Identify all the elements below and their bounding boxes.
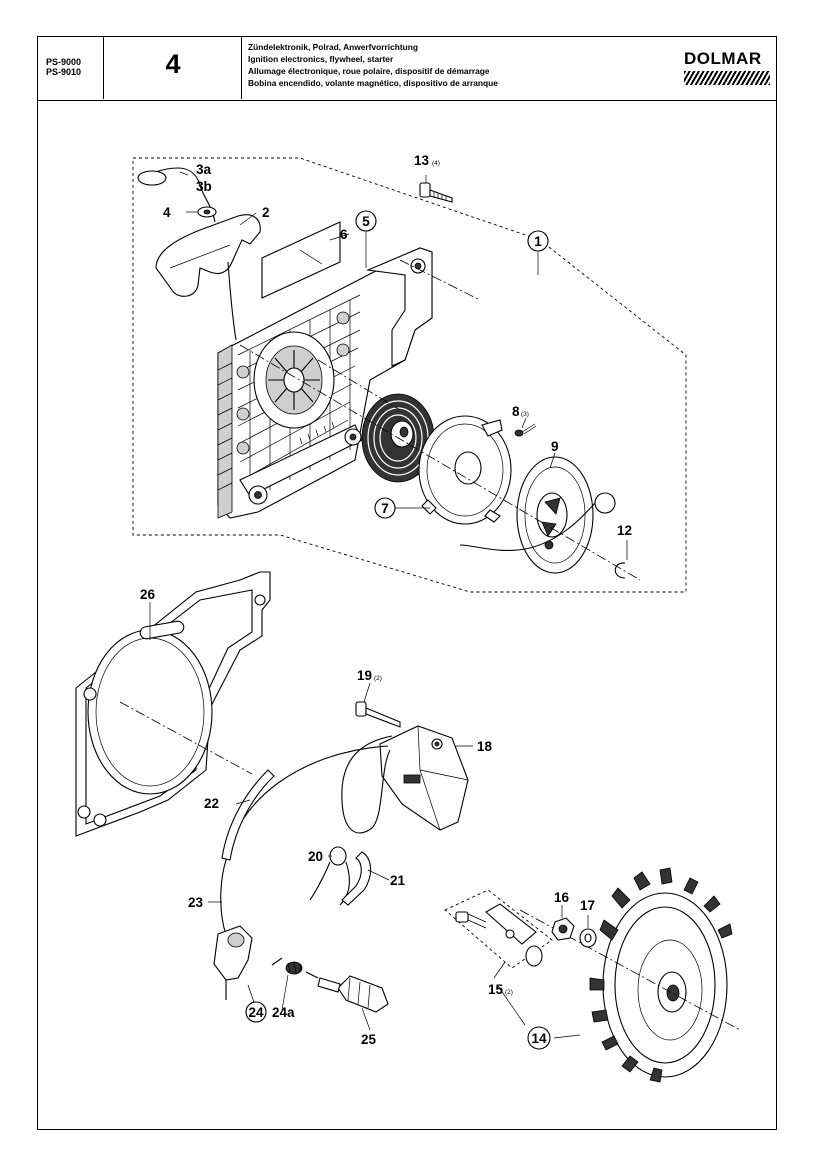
callout-labels: 3a 3b 4 2 6 5 13 (4) 1 8 (3) 9 7 12 26 1…	[140, 153, 632, 1050]
callout-3b: 3b	[196, 179, 212, 194]
coil-screw	[355, 701, 401, 728]
callout-12: 12	[617, 523, 632, 538]
label-plate	[261, 221, 341, 299]
spark-plug	[305, 971, 389, 1013]
logo-cell: DOLMAR	[676, 37, 776, 99]
title-german: Zündelektronik, Polrad, Anwerfvorrichtun…	[248, 42, 418, 52]
callout-9: 9	[551, 439, 559, 454]
flywheel	[519, 867, 741, 1083]
cap-spring	[271, 957, 303, 975]
callout-20: 20	[308, 849, 323, 864]
page-frame: PS-9000 PS-9010 4 Zündelektronik, Polrad…	[37, 36, 777, 1130]
callout-23: 23	[188, 895, 204, 910]
callout-24: 24	[248, 1005, 264, 1020]
callout-15-qty: (2)	[505, 989, 513, 996]
callout-19-qty: (2)	[374, 675, 382, 682]
spark-plug-cap	[213, 925, 253, 1000]
callout-22: 22	[204, 796, 219, 811]
brand-logo: DOLMAR	[684, 49, 762, 68]
header-bar: PS-9000 PS-9010 4 Zündelektronik, Polrad…	[38, 37, 776, 101]
short-circuit-plug	[329, 846, 347, 866]
rope-pulley	[459, 456, 616, 574]
flywheel-nut	[551, 917, 575, 941]
callout-2: 2	[262, 205, 270, 220]
spring-cover	[418, 415, 512, 525]
ignition-lead	[220, 859, 227, 936]
callout-16: 16	[554, 890, 570, 905]
callout-15: 15	[488, 982, 504, 997]
page-number-cell: 4	[104, 37, 242, 99]
callout-21: 21	[390, 873, 406, 888]
callout-6: 6	[340, 227, 348, 242]
title-spanish: Bobina encendido, volante magnético, dis…	[248, 78, 498, 88]
circlip	[614, 562, 626, 579]
wire-hose	[341, 851, 372, 906]
title-english: Ignition electronics, flywheel, starter	[248, 54, 394, 64]
callout-25: 25	[361, 1032, 377, 1047]
title-cell: Zündelektronik, Polrad, Anwerfvorrichtun…	[242, 37, 676, 99]
callout-13-qty: (4)	[432, 160, 440, 167]
callout-1: 1	[534, 234, 542, 249]
callout-3a: 3a	[196, 162, 212, 177]
callout-18: 18	[477, 739, 493, 754]
model-label: PS-9010	[46, 67, 82, 77]
assembly-boundary	[132, 157, 687, 593]
flywheel-washer	[579, 928, 597, 948]
model-label: PS-9000	[46, 57, 82, 67]
title-french: Allumage électronique, roue polaire, dis…	[248, 66, 490, 76]
callout-8-qty: (3)	[521, 411, 529, 418]
callout-17: 17	[580, 898, 595, 913]
callout-13: 13	[414, 153, 430, 168]
callout-19: 19	[357, 668, 372, 683]
logo-stripes	[684, 71, 770, 85]
starter-housing	[217, 247, 433, 519]
callout-7: 7	[381, 501, 389, 516]
starter-handle	[137, 167, 261, 341]
callout-26: 26	[140, 587, 156, 602]
callout-24a: 24a	[272, 1005, 295, 1020]
pawl-assembly-box	[444, 889, 553, 969]
page-number: 4	[165, 49, 181, 79]
callout-14: 14	[531, 1031, 547, 1046]
starter-pawl	[455, 903, 543, 967]
callout-4: 4	[163, 205, 171, 220]
cover-screw	[514, 423, 537, 437]
model-cell: PS-9000 PS-9010	[38, 37, 104, 99]
ignition-coil	[379, 725, 469, 831]
callout-5: 5	[362, 214, 370, 229]
coil-wire	[341, 735, 393, 834]
fan-housing-plate	[75, 571, 271, 837]
callout-8: 8	[512, 404, 520, 419]
spark-plug-hose	[221, 769, 275, 861]
housing-screw	[419, 182, 453, 203]
